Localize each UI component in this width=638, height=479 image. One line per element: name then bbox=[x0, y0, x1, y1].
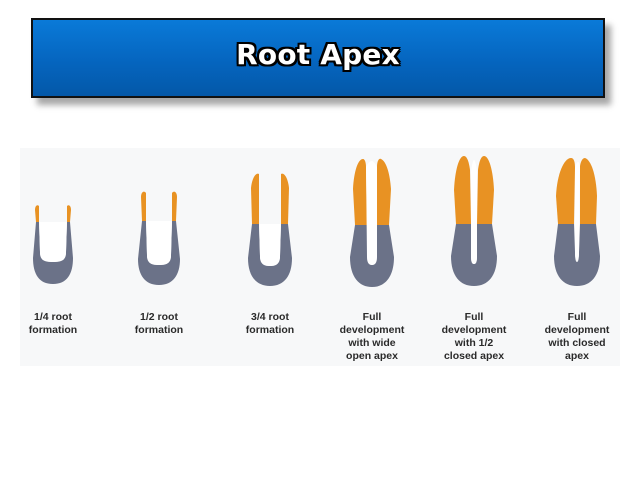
stage-label-1: 1/4 root formation bbox=[28, 311, 78, 336]
stage-label-2: 1/2 root formation bbox=[134, 311, 184, 336]
stage-label-5: Full development with 1/2 closed apex bbox=[441, 311, 507, 362]
tooth-stage-3 bbox=[248, 173, 292, 286]
stage-label-4: Full development with wide open apex bbox=[339, 311, 405, 362]
tooth-stage-2 bbox=[138, 191, 180, 285]
stage-label-6: Full development with closed apex bbox=[544, 311, 610, 362]
tooth-stage-1 bbox=[33, 205, 73, 284]
tooth-stage-4 bbox=[350, 158, 394, 287]
title-banner: Root Apex bbox=[31, 18, 605, 98]
tooth-stage-6 bbox=[554, 158, 600, 286]
root-development-figure bbox=[20, 148, 620, 366]
tooth-stage-5 bbox=[451, 156, 497, 286]
stage-label-3: 3/4 root formation bbox=[245, 311, 295, 336]
slide-title: Root Apex bbox=[236, 37, 400, 71]
